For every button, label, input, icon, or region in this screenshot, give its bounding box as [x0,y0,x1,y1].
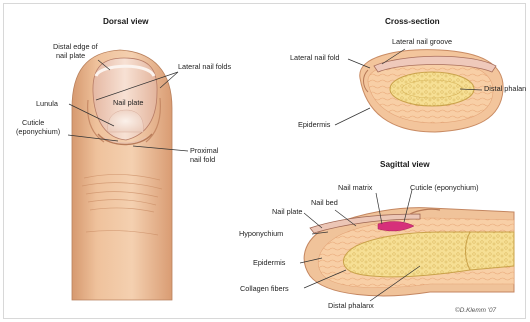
label-lateral-nail-folds: Lateral nail folds [178,63,231,72]
label-distal-phalanx-sagittal: Distal phalanx [328,302,374,311]
cross-section-heading: Cross-section [385,17,440,26]
label-hyponychium: Hyponychium [239,230,283,239]
label-nail-plate-dorsal: Nail plate [113,99,143,108]
label-proximal-line2: nail fold [190,156,215,165]
dorsal-view-heading: Dorsal view [103,17,149,26]
label-nail-plate-sagittal: Nail plate [272,208,302,217]
cross-section-drawing [360,50,503,132]
label-lateral-nail-fold: Lateral nail fold [290,54,340,63]
label-cuticle-line2: (eponychium) [16,128,60,137]
sagittal-drawing [304,208,514,296]
label-cuticle-eponychium: Cuticle (eponychium) [410,184,479,193]
label-nail-matrix: Nail matrix [338,184,372,193]
label-nail-bed: Nail bed [311,199,338,208]
label-lateral-nail-groove: Lateral nail groove [392,38,452,47]
label-distal-edge-line2: nail plate [56,52,85,61]
label-lunula: Lunula [36,100,58,109]
label-collagen-fibers: Collagen fibers [240,285,289,294]
illustrator-credit: ©D.Klemm '07 [455,307,496,314]
label-epidermis-sagittal: Epidermis [253,259,285,268]
dorsal-finger-drawing [72,50,172,300]
label-epidermis-cross: Epidermis [298,121,330,130]
sagittal-view-heading: Sagittal view [380,160,430,169]
label-distal-phalanx-cross: Distal phalan [484,85,526,94]
